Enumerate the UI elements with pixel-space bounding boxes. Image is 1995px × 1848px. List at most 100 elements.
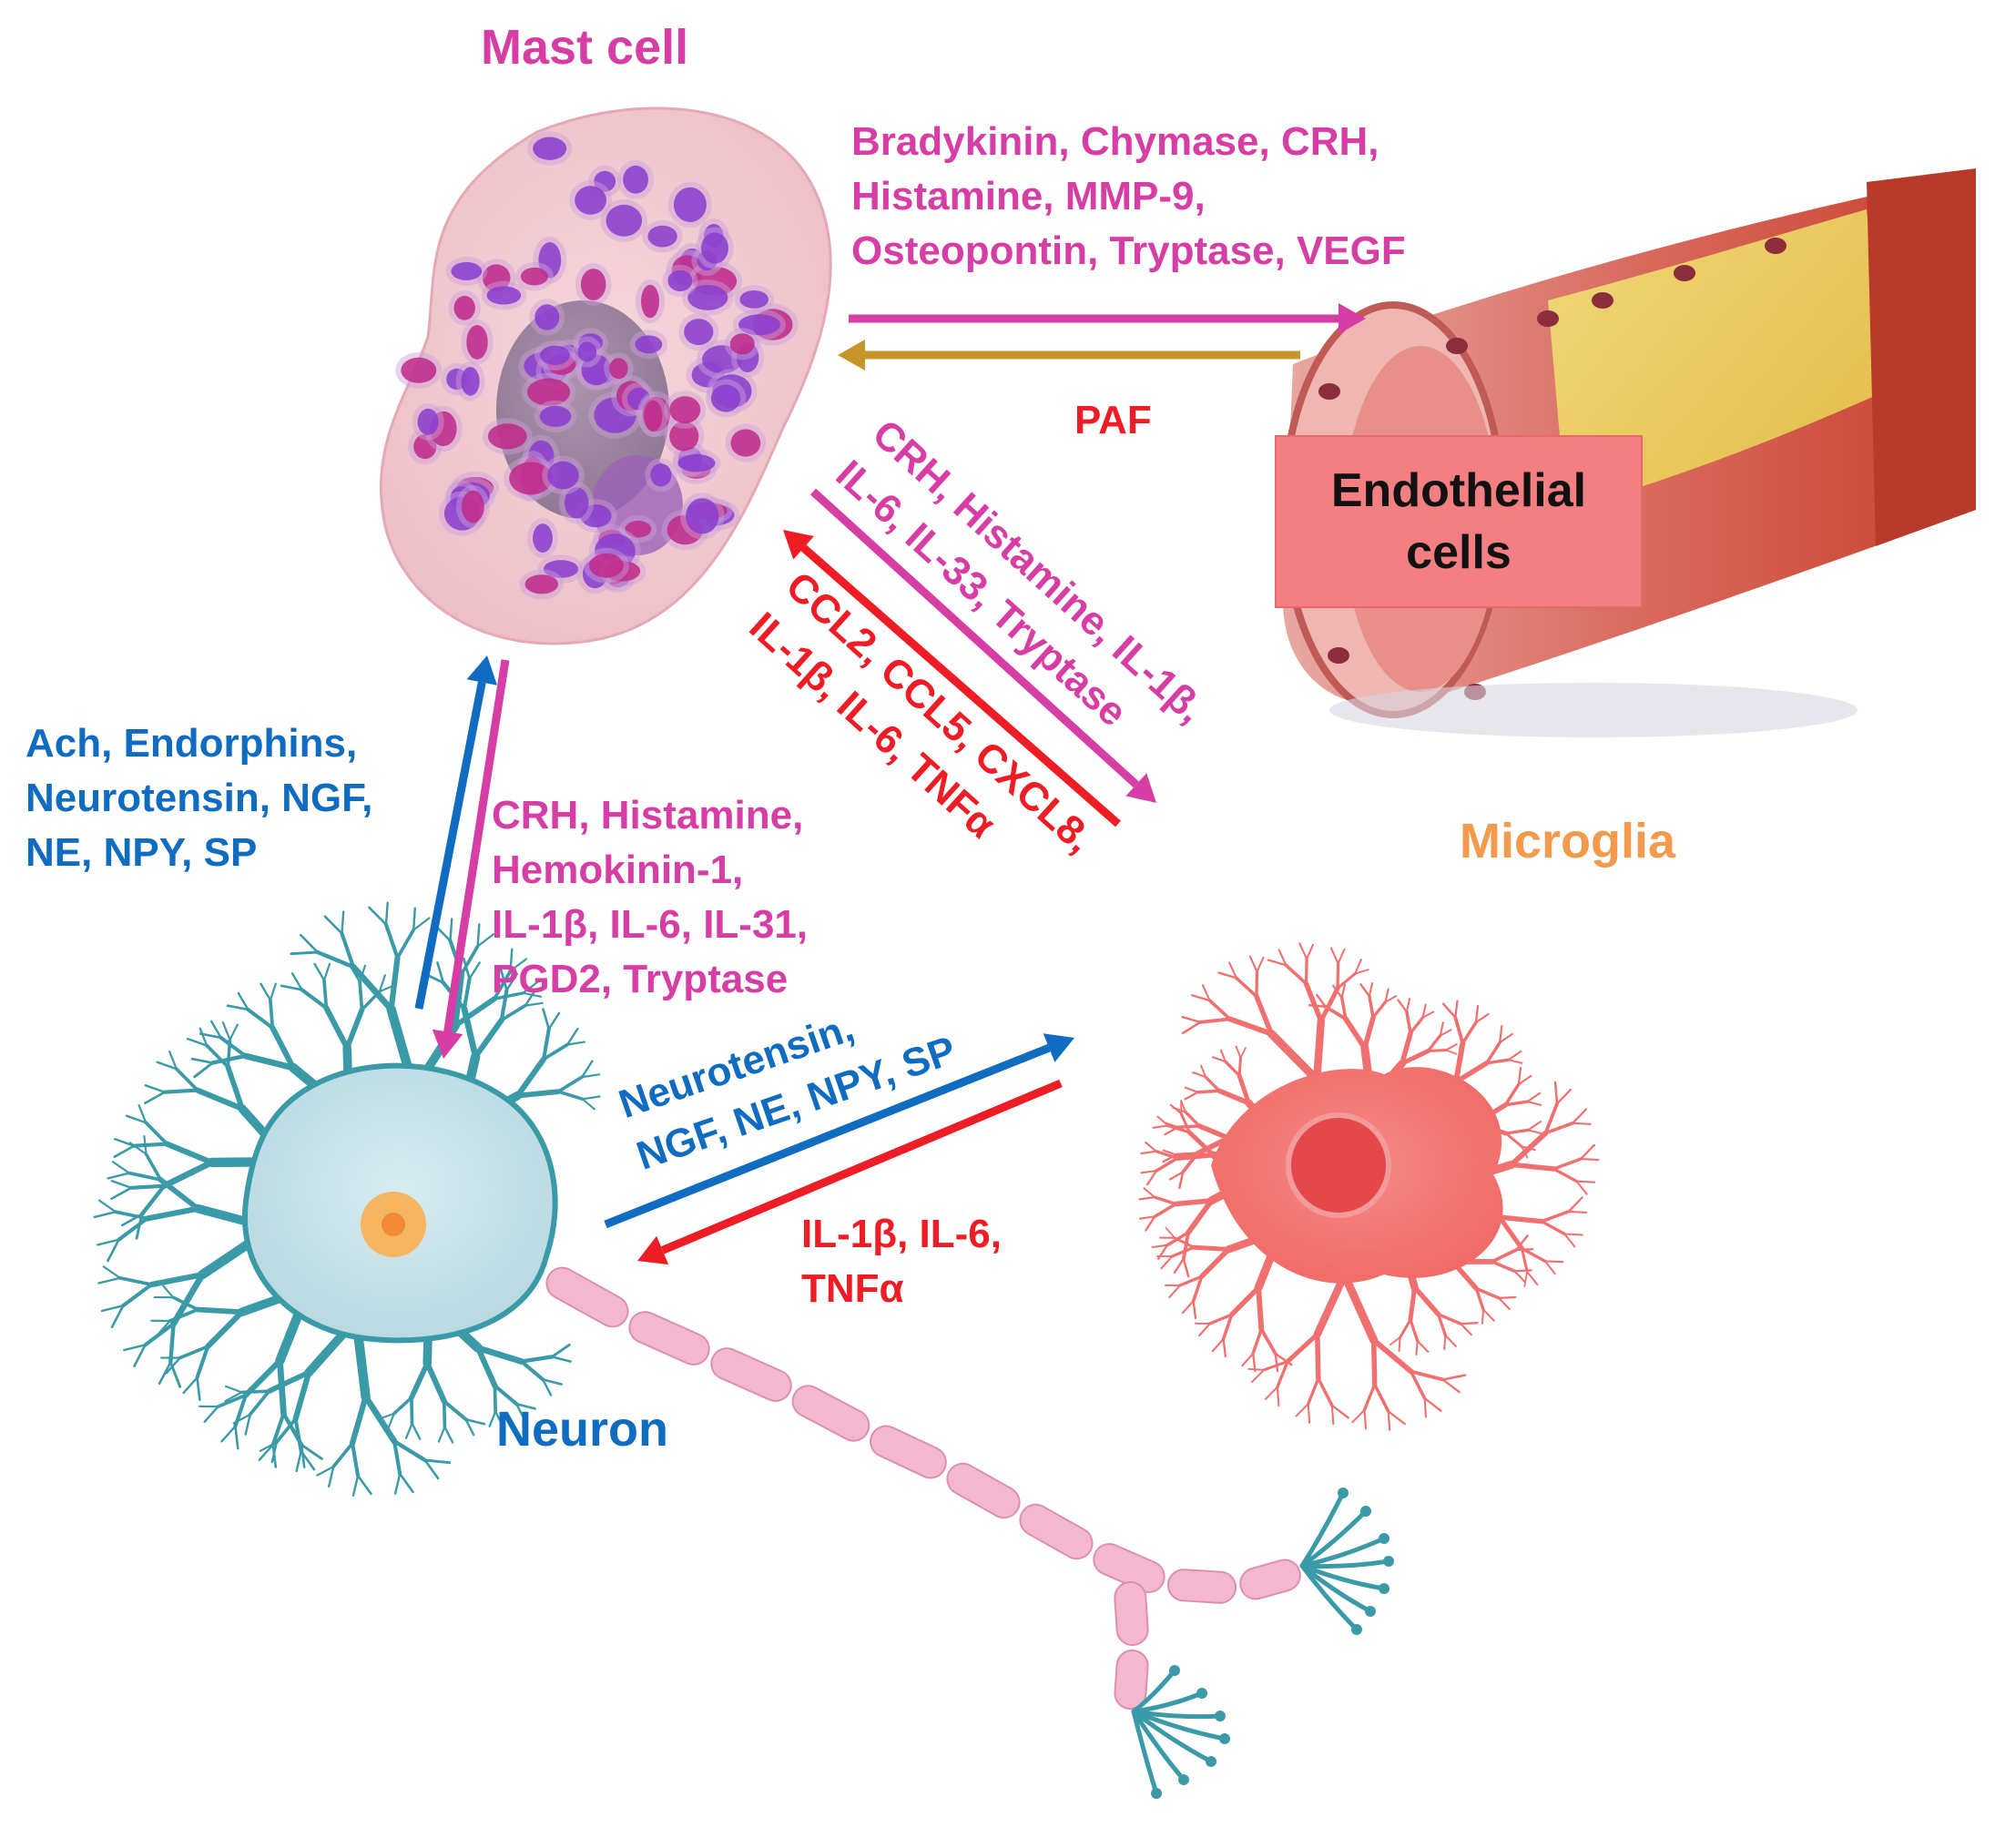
microglia-process (1175, 1259, 1184, 1273)
neuron-dendrite (324, 964, 330, 980)
microglia-process (1528, 1122, 1541, 1130)
neuron-dendrite (221, 1427, 235, 1442)
microglia-process (1332, 1406, 1349, 1418)
arrow-neuron-to-mast-head (467, 655, 497, 685)
microglia-process (1581, 1145, 1594, 1159)
myelin-segment (788, 1380, 875, 1446)
microglia-process (1345, 1275, 1374, 1341)
microglia-process (1194, 1247, 1228, 1249)
granule (547, 462, 579, 490)
microglia-process (1346, 1019, 1365, 1048)
microglia-process (1428, 1036, 1440, 1051)
granule (641, 285, 659, 319)
neuron-dendrite (230, 1025, 238, 1041)
neuron-dendrite (315, 964, 325, 980)
microglia-process (1516, 1249, 1532, 1250)
myelin-segment (1114, 1581, 1149, 1646)
neuron-dendrite (567, 1029, 577, 1045)
microglia-process (1573, 1110, 1586, 1123)
neuron-dendrite (112, 1181, 131, 1188)
microglia-process (1500, 1217, 1542, 1222)
mast-to-endothelial-mediators: Bradykinin, Chymase, CRH, Histamine, MMP… (851, 115, 1406, 279)
granule (488, 423, 527, 449)
microglia-process (1242, 1354, 1253, 1366)
axon-terminal-bouton (1219, 1733, 1230, 1744)
neuron-dendrite (297, 1451, 301, 1471)
granule (644, 401, 662, 432)
microglia-process (1398, 1000, 1407, 1012)
microglia-process (1155, 1204, 1176, 1217)
endothelial-label-line2: cells (1406, 522, 1512, 584)
microglia-process (1569, 1198, 1583, 1212)
neuron-dendrite (394, 1397, 412, 1413)
microglia-process (1248, 1369, 1264, 1370)
myelin-segment (865, 1421, 951, 1483)
myelin-segment (541, 1263, 633, 1333)
neuron-dendrite (108, 1173, 129, 1179)
granule (669, 396, 700, 423)
neuron-dendrite (413, 909, 415, 930)
neuron-dendrite (112, 1188, 132, 1199)
microglia-process (1553, 1169, 1576, 1182)
microglia-process (1176, 1153, 1198, 1154)
neuron-dendrite (522, 1356, 553, 1361)
microglia-label: Microglia (1460, 812, 1675, 870)
microglia-process (1555, 1082, 1557, 1103)
granule (534, 304, 559, 330)
microglia-process (1342, 985, 1345, 998)
granule (525, 574, 559, 594)
microglia-process (1455, 1001, 1457, 1018)
microglia-process (1373, 1002, 1385, 1018)
neuron-dendrite (444, 1401, 466, 1419)
neuron-dendrite (123, 1284, 151, 1305)
neuron-dendrite (495, 1386, 496, 1411)
microglia-process (1410, 1320, 1418, 1341)
neuron-dendrite (300, 935, 318, 952)
microglia-process (1307, 945, 1313, 959)
granule (401, 358, 436, 383)
microglia-process (1462, 1022, 1476, 1043)
microglia-process (1476, 1006, 1478, 1022)
microglia-process (1425, 1398, 1426, 1416)
neuron-nucleolus (382, 1213, 405, 1236)
granule (581, 269, 606, 300)
mediator-line: Histamine, MMP-9, (851, 169, 1406, 224)
neuron-dendrite (104, 1266, 120, 1278)
microglia-process (1483, 1310, 1494, 1321)
neuron-dendrite (395, 1474, 400, 1494)
axon-terminal-bouton (1338, 1488, 1349, 1498)
granule (589, 553, 624, 578)
neuron-myelin-sheath (541, 1263, 1303, 1711)
microglia-process (1299, 943, 1307, 959)
granule (540, 346, 570, 365)
neuron-dendrite (165, 1091, 198, 1092)
neuron-dendrite (333, 1443, 352, 1467)
granule (686, 498, 718, 533)
microglia-process (1186, 1112, 1199, 1126)
mast-cell-label: Mast cell (481, 18, 688, 76)
neuron-dendrite (145, 1092, 165, 1103)
microglia-process (1317, 1021, 1321, 1081)
neuron-dendrite (352, 1443, 358, 1476)
microglia-process (1461, 1324, 1471, 1335)
microglia-process (1232, 1287, 1258, 1315)
arrow-endothelial-to-mast-head (838, 340, 865, 371)
microglia-process (1564, 1234, 1574, 1247)
myelin-segment (625, 1307, 714, 1370)
neuron-dendrite (160, 1180, 198, 1209)
neuron-dendrite (549, 1013, 559, 1030)
axon-terminal-bouton (1169, 1665, 1180, 1676)
granule (731, 430, 761, 457)
neuron-dendrite (291, 952, 318, 954)
microglia-process (1482, 1310, 1483, 1324)
microglia-process (1194, 1301, 1196, 1318)
granule (575, 186, 606, 214)
microglia-process (1206, 1077, 1219, 1091)
neuron-dendrite (134, 1144, 167, 1146)
endothelial-nucleus (1765, 238, 1786, 254)
neuron-dendrite (324, 980, 326, 1009)
microglia-process (1557, 1090, 1571, 1103)
microglia-process (1237, 1047, 1241, 1058)
granule (466, 325, 487, 360)
neuron-dendrite (270, 1000, 272, 1029)
